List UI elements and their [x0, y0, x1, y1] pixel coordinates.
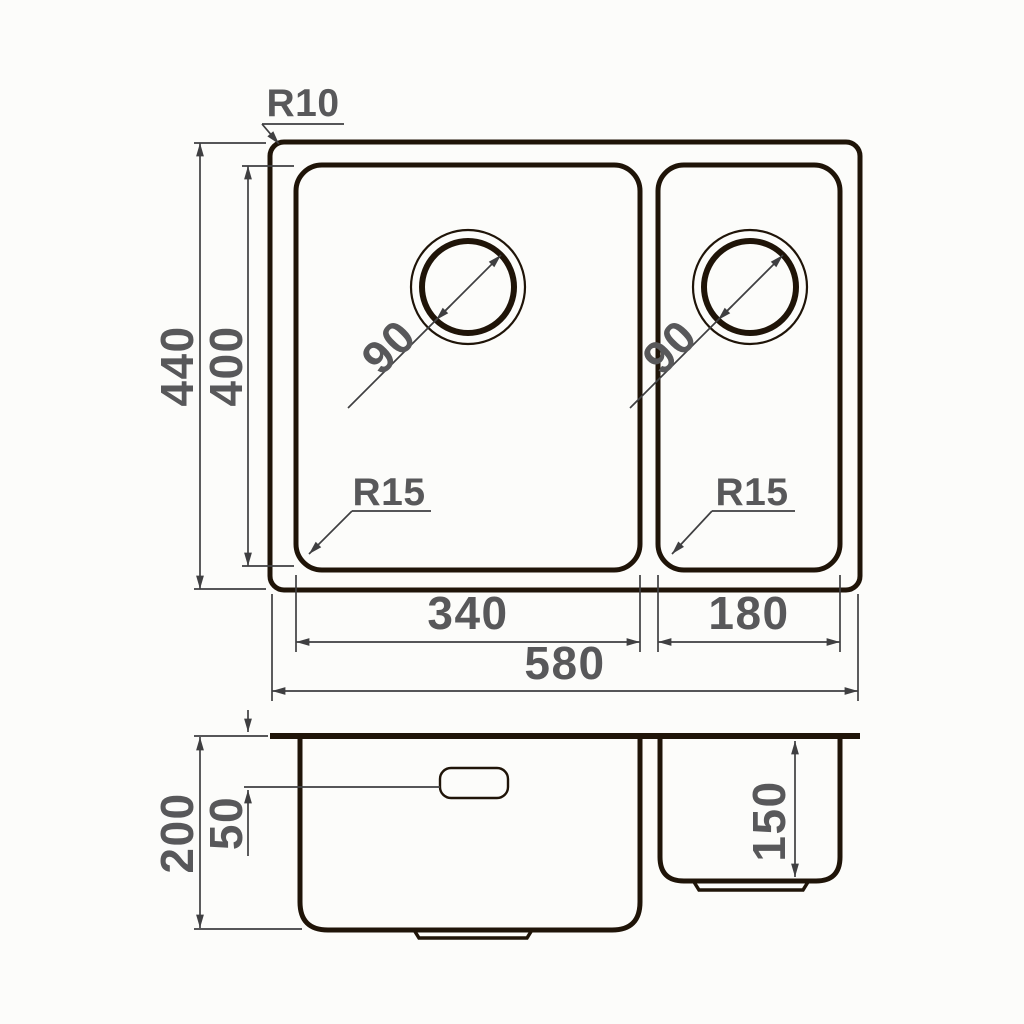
right-drain-dim-arrow — [717, 305, 733, 321]
left-drain-dim-arrow — [435, 305, 451, 321]
r15-right-leader: R15 — [671, 471, 795, 555]
dim-340: 340 — [295, 575, 641, 652]
dim-200: 200 — [151, 735, 302, 930]
left-drain-dim-line — [347, 254, 502, 409]
right-bowl-width-label: 180 — [708, 587, 789, 639]
dim-580: 580 — [271, 594, 859, 701]
right-bowl-drain-ledge — [692, 881, 810, 892]
dim-150: 150 — [743, 740, 799, 878]
r15-left-leader-arrow — [308, 510, 353, 555]
r15-right-leader-arrow — [671, 510, 713, 555]
dim-440: 440 — [151, 142, 266, 590]
left-drain-outer-circle — [409, 228, 527, 346]
right-drain-dim-line — [629, 254, 784, 409]
right-bowl-outline — [655, 162, 843, 573]
overall-width-label: 580 — [524, 637, 605, 689]
side-view: 200 50 150 — [151, 710, 860, 940]
r10-leader: R10 — [261, 82, 344, 145]
left-drain-diameter-label: 90 — [351, 309, 426, 384]
left-drain-circle — [419, 238, 517, 336]
right-drain-diameter-label: 90 — [632, 309, 707, 384]
overall-depth-label: 440 — [151, 325, 203, 406]
r10-leader-arrow — [261, 123, 280, 145]
outer-corner-radius-label: R10 — [266, 82, 339, 125]
right-bowl-corner-radius-label: R15 — [715, 471, 788, 514]
left-bowl-width-label: 340 — [427, 587, 508, 639]
dim-50: 50 — [200, 710, 252, 856]
right-drain-circle — [701, 238, 799, 336]
right-drain-outer-circle — [691, 228, 809, 346]
overflow-offset-label: 50 — [200, 796, 252, 850]
overall-height-label: 200 — [151, 792, 203, 873]
dim-180: 180 — [657, 575, 841, 652]
left-bowl-corner-radius-label: R15 — [352, 471, 425, 514]
left-bowl-section-outline — [297, 738, 643, 933]
outer-rim-outline — [267, 139, 863, 593]
right-bowl-section-outline — [657, 738, 843, 884]
overflow-hole — [438, 766, 510, 800]
r15-left-leader: R15 — [308, 471, 431, 555]
left-bowl-drain-ledge — [412, 929, 534, 940]
right-bowl-height-label: 150 — [743, 780, 795, 861]
bowl-depth-label: 400 — [200, 325, 252, 406]
top-view: 90 90 R10 R15 R15 440 — [151, 82, 863, 701]
left-bowl-outline — [293, 162, 643, 573]
dim-400: 400 — [200, 165, 294, 567]
